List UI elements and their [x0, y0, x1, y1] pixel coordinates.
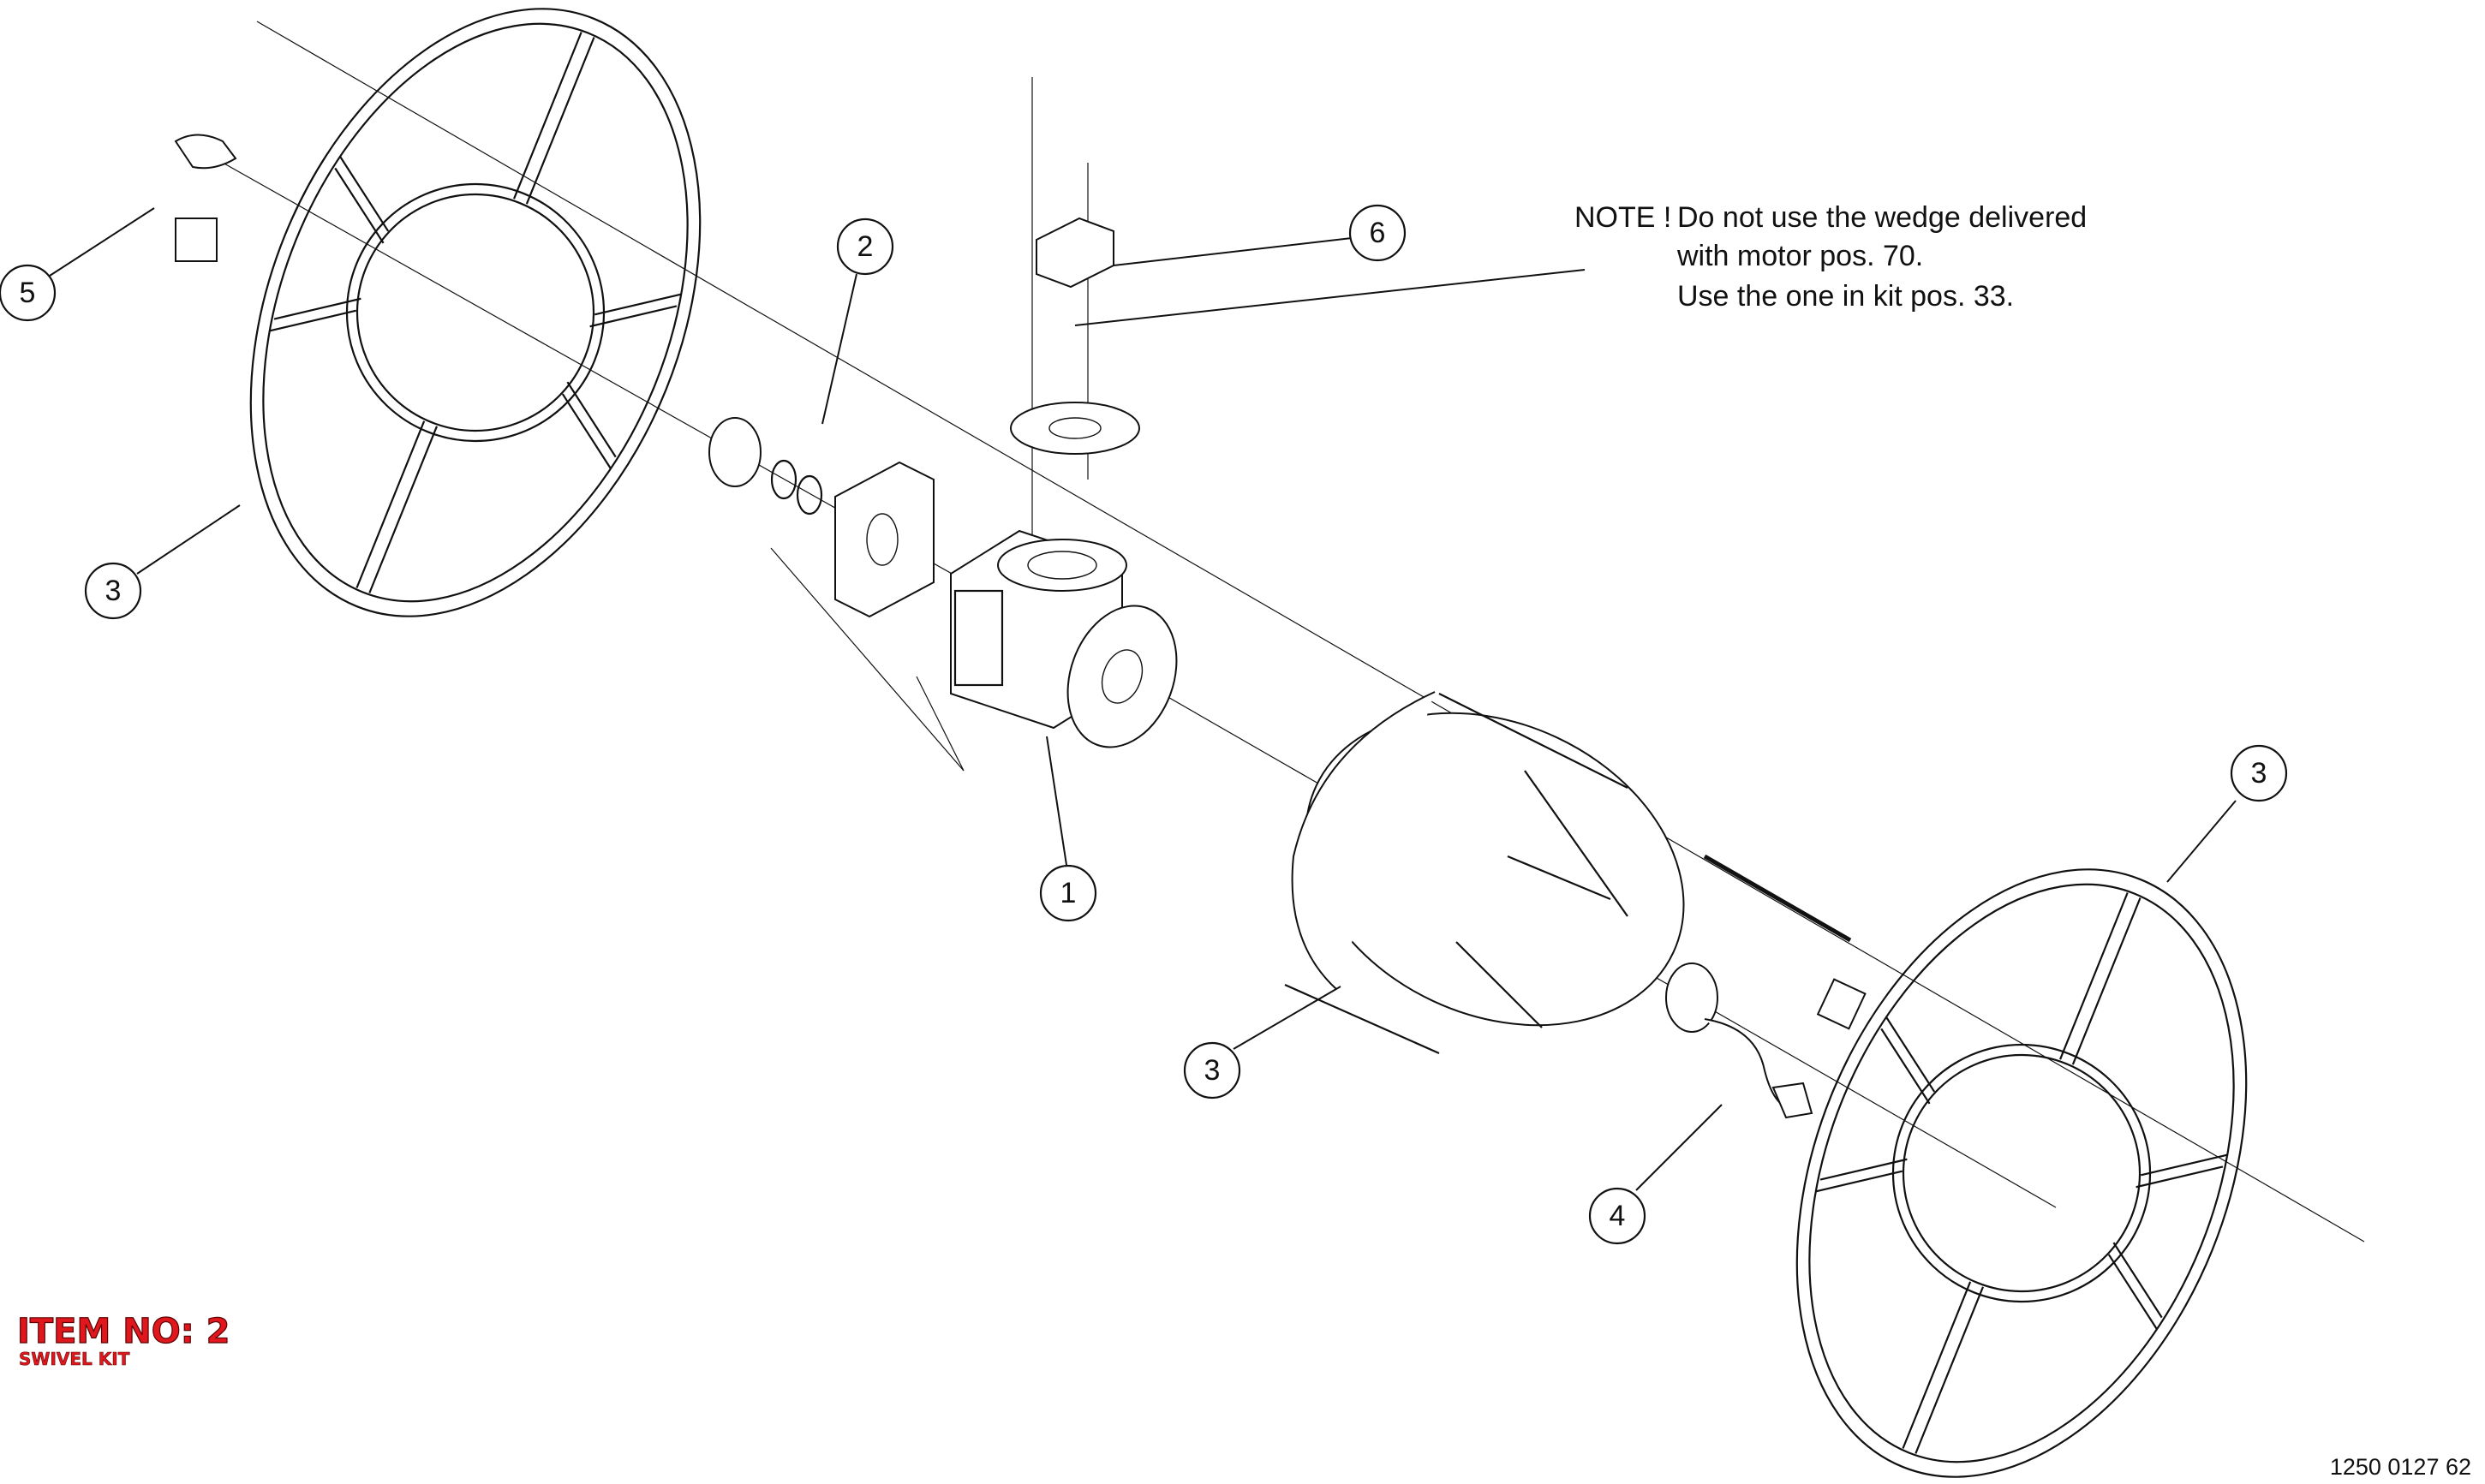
- left-reel-wheel: [249, 8, 702, 617]
- svg-text:6: 6: [1370, 217, 1386, 249]
- callout-2: 2: [821, 218, 894, 425]
- item-subtitle: SWIVEL KIT: [19, 1349, 130, 1369]
- gearbox-assembly: [950, 529, 1178, 748]
- item-title: ITEM NO: 2: [17, 1312, 230, 1351]
- callout-4: 4: [1588, 1104, 1723, 1245]
- callout-3-left-wheel: 3: [84, 504, 241, 620]
- note-line-2: with motor pos. 70.: [1676, 240, 1923, 272]
- callout-3-right-wheel: 3: [2166, 744, 2288, 883]
- note-prefix: NOTE !: [1574, 201, 1671, 234]
- svg-text:5: 5: [20, 277, 36, 309]
- note-line-3: Use the one in kit pos. 33.: [1677, 280, 2014, 313]
- svg-text:1: 1: [1060, 877, 1077, 909]
- callout-5: 5: [0, 207, 155, 322]
- threaded-rod: [1703, 854, 1852, 943]
- callout-6: 6: [1113, 204, 1407, 266]
- svg-text:2: 2: [857, 230, 874, 263]
- elbow-swivel-right: [1665, 963, 1867, 1119]
- svg-text:4: 4: [1610, 1200, 1626, 1232]
- top-flange-and-bracket: [1010, 217, 1140, 455]
- svg-text:3: 3: [1204, 1054, 1221, 1087]
- svg-text:3: 3: [2251, 757, 2267, 790]
- item-label: ITEM NO: 2 SWIVEL KIT: [16, 1311, 230, 1369]
- assembly-note: NOTE ! Do not use the wedge delivered wi…: [1074, 201, 2087, 326]
- svg-text:3: 3: [105, 575, 122, 607]
- elbow-fitting-left: [174, 134, 237, 262]
- callout-1: 1: [1039, 736, 1097, 922]
- right-reel-wheel: [1795, 868, 2248, 1478]
- reel-drum: [1284, 691, 1685, 1055]
- left-adapter-parts: [708, 417, 935, 618]
- note-line-1: Do not use the wedge delivered: [1677, 201, 2087, 234]
- callout-3-drum: 3: [1183, 986, 1341, 1100]
- document-number: 1250 0127 62: [2330, 1454, 2471, 1480]
